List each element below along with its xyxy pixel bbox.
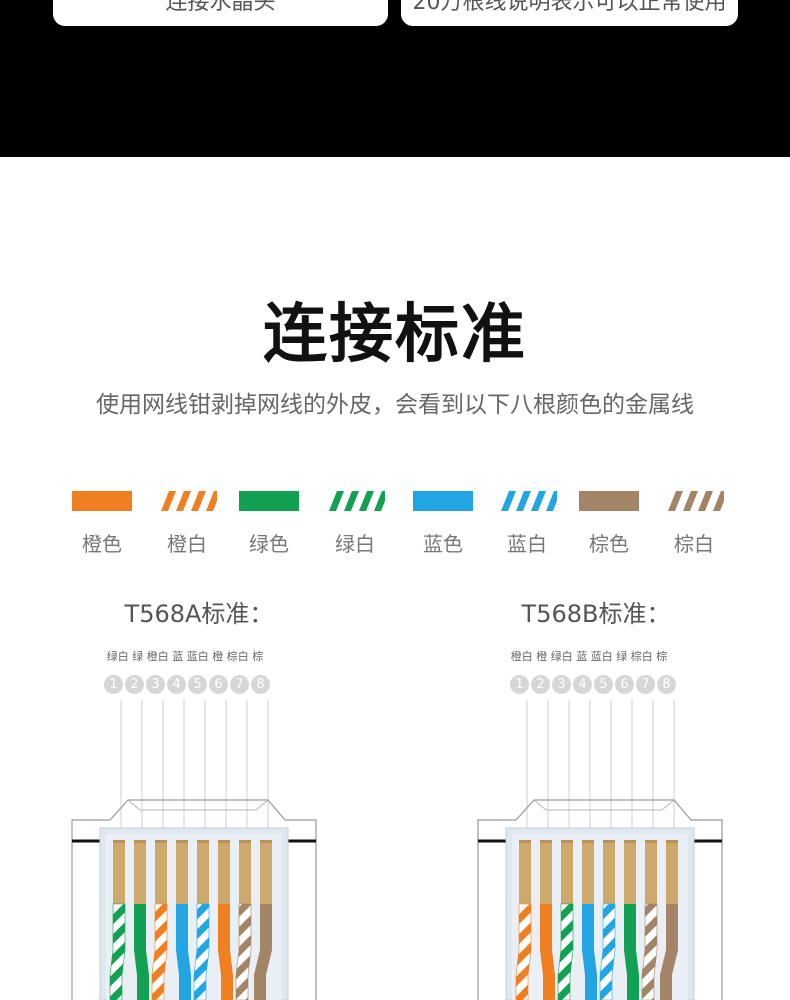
- gold-pin-5: [197, 840, 209, 904]
- top-card-left: 连接水晶头: [53, 0, 388, 26]
- pin-number-3: 3: [146, 675, 165, 694]
- wire-2: [134, 904, 149, 1000]
- wire-4: [176, 904, 191, 1000]
- gold-pin-top-2: [134, 840, 146, 843]
- gold-pin-5: [603, 840, 615, 904]
- gold-pin-top-3: [561, 840, 573, 843]
- pin-number-6: 6: [209, 675, 228, 694]
- connector-latch: [533, 799, 675, 811]
- wire-6: [624, 904, 639, 1000]
- pin-number-2: 2: [531, 675, 550, 694]
- gold-pin-2: [540, 840, 552, 904]
- gold-pin-top-6: [218, 840, 230, 843]
- swatch-label-3: 绿色: [249, 532, 289, 556]
- section-title: 连接标准: [263, 298, 527, 372]
- gold-pin-7: [645, 840, 657, 904]
- gold-pin-top-3: [155, 840, 167, 843]
- gold-pin-top-4: [582, 840, 594, 843]
- wire-4: [582, 904, 597, 1000]
- swatch-4: [325, 491, 385, 511]
- swatch-label-7: 棕色: [589, 532, 629, 556]
- pin-number-3: 3: [552, 675, 571, 694]
- t568b-wire-order: 橙白 橙 绿白 蓝 蓝白 绿 棕白 棕: [510, 650, 668, 663]
- gold-pin-top-7: [239, 840, 251, 843]
- wire-1: [109, 903, 126, 1000]
- gold-pin-2: [134, 840, 146, 904]
- swatch-label-8: 棕白: [674, 532, 714, 556]
- pin-number-7: 7: [230, 675, 249, 694]
- swatch-label-4: 绿白: [335, 532, 375, 556]
- t568b-connector-diagram: [477, 700, 723, 1000]
- gold-pin-4: [582, 840, 594, 904]
- connector-latch: [127, 799, 269, 811]
- wire-3: [151, 903, 168, 1000]
- swatch-6: [497, 491, 557, 511]
- t568a-connector-diagram: [71, 700, 317, 1000]
- t568b-title: T568B标准：: [521, 600, 671, 628]
- wire-2: [540, 904, 555, 1000]
- gold-pin-top-5: [603, 840, 615, 843]
- swatch-3: [239, 491, 299, 511]
- swatch-7: [579, 491, 639, 511]
- pin-number-2: 2: [125, 675, 144, 694]
- wire-5: [193, 903, 210, 1000]
- gold-pin-top-8: [666, 840, 678, 843]
- wire-8: [660, 904, 678, 1000]
- gold-pin-top-2: [540, 840, 552, 843]
- pin-number-4: 4: [167, 675, 186, 694]
- pin-number-6: 6: [615, 675, 634, 694]
- pin-number-1: 1: [510, 675, 529, 694]
- top-card-left-text: 连接水晶头: [165, 0, 276, 15]
- pin-number-8: 8: [251, 675, 270, 694]
- top-card-right: 20万根线说明表示可以正常使用: [401, 0, 738, 26]
- gold-pin-top-5: [197, 840, 209, 843]
- gold-pin-1: [519, 840, 531, 904]
- swatch-label-6: 蓝白: [507, 532, 547, 556]
- section-subtitle: 使用网线钳剥掉网线的外皮，会看到以下八根颜色的金属线: [96, 392, 694, 418]
- gold-pin-6: [218, 840, 230, 904]
- swatch-label-2: 橙白: [167, 532, 207, 556]
- wire-6: [218, 904, 233, 1000]
- gold-pin-3: [155, 840, 167, 904]
- pin-number-1: 1: [104, 675, 123, 694]
- gold-pin-top-4: [176, 840, 188, 843]
- swatch-5: [413, 491, 473, 511]
- wire-7: [641, 903, 658, 1000]
- wire-8: [254, 904, 272, 1000]
- gold-pin-6: [624, 840, 636, 904]
- swatch-label-1: 橙色: [82, 532, 122, 556]
- pin-number-8: 8: [657, 675, 676, 694]
- swatch-2: [157, 491, 217, 511]
- top-card-right-text: 20万根线说明表示可以正常使用: [412, 0, 727, 15]
- gold-pin-8: [666, 840, 678, 904]
- pin-number-5: 5: [188, 675, 207, 694]
- swatch-1: [72, 491, 132, 511]
- gold-pin-4: [176, 840, 188, 904]
- gold-pin-top-1: [519, 840, 531, 843]
- gold-pin-7: [239, 840, 251, 904]
- wire-7: [235, 903, 252, 1000]
- t568a-wire-order: 绿白 绿 橙白 蓝 蓝白 橙 棕白 棕: [106, 650, 264, 663]
- gold-pin-top-1: [113, 840, 125, 843]
- gold-pin-1: [113, 840, 125, 904]
- top-banner: 连接水晶头 20万根线说明表示可以正常使用: [0, 0, 790, 157]
- wire-5: [599, 903, 616, 1000]
- t568a-title: T568A标准：: [124, 600, 274, 628]
- pin-number-4: 4: [573, 675, 592, 694]
- gold-pin-top-7: [645, 840, 657, 843]
- swatch-8: [664, 491, 724, 511]
- gold-pin-top-8: [260, 840, 272, 843]
- wire-3: [557, 903, 574, 1000]
- pin-number-5: 5: [594, 675, 613, 694]
- wire-1: [515, 903, 532, 1000]
- gold-pin-top-6: [624, 840, 636, 843]
- gold-pin-3: [561, 840, 573, 904]
- connector-housing: [477, 799, 723, 1000]
- gold-pin-8: [260, 840, 272, 904]
- pin-number-7: 7: [636, 675, 655, 694]
- connector-housing: [71, 799, 317, 1000]
- swatch-label-5: 蓝色: [423, 532, 463, 556]
